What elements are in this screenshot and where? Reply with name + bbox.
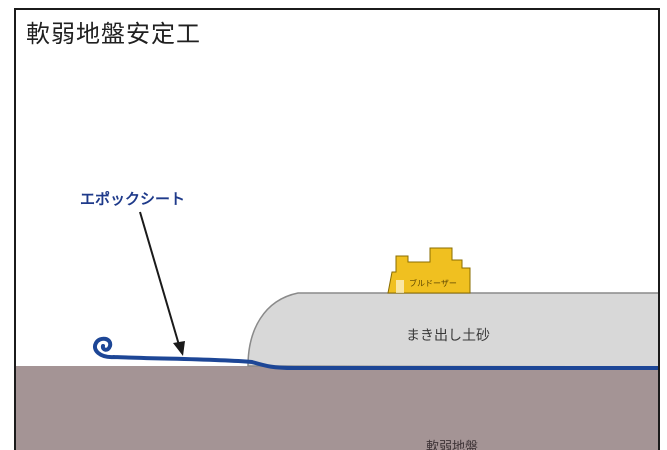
diagram-title: 軟弱地盤安定工 (26, 20, 201, 48)
soft-ground-layer (16, 366, 658, 450)
epoch-sheet-line (93, 336, 658, 370)
epoch-sheet-label: エポックシート (80, 190, 186, 208)
bulldozer-label: ブルドーザー (409, 279, 457, 288)
spread-soil-label: まき出し土砂 (406, 328, 490, 344)
diagram-canvas (16, 211, 658, 450)
pointer-arrow-line (139, 211, 180, 346)
bulldozer-icon (387, 247, 471, 294)
pointer-arrow-head (173, 341, 185, 356)
diagram-frame: 軟弱地盤安定工 エポックシート ブルドーザー まき出し土砂 軟弱地盤 (14, 8, 660, 450)
soft-ground-label: 軟弱地盤 (426, 440, 479, 450)
